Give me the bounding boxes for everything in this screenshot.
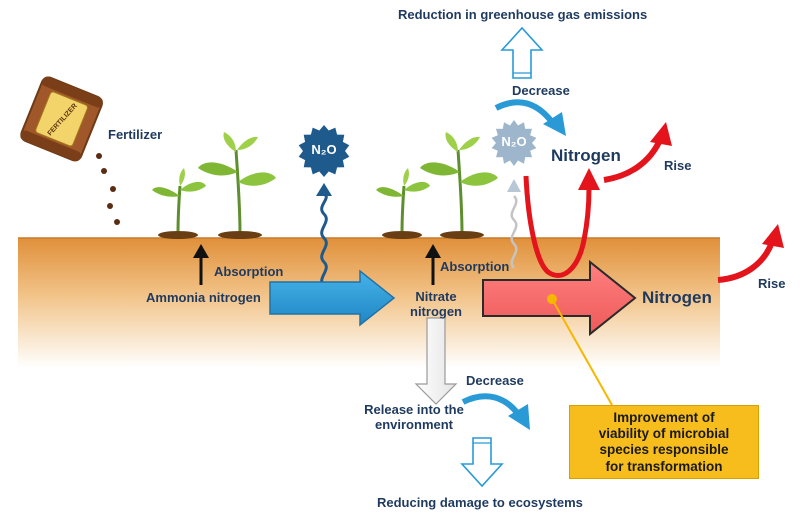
callout-pointer (547, 294, 613, 406)
nitrification-arrow (269, 269, 396, 327)
microbial-viability-callout: Improvement of viability of microbial sp… (569, 405, 759, 479)
rise-label-right: Rise (758, 276, 786, 291)
n2o-badge-dark-icon (298, 125, 350, 177)
fertilizer-label: Fertilizer (108, 127, 163, 142)
absorption-label-right: Absorption (440, 259, 510, 274)
ammonia-nitrogen-label: Ammonia nitrogen (146, 290, 261, 305)
fertilizer-granules (96, 153, 120, 225)
nitrogen-release-u-arrow (523, 168, 600, 278)
plant-left-small-icon (152, 168, 206, 239)
decrease-curve-arrow-bottom (461, 393, 530, 430)
ecosystem-damage-label: Reducing damage to ecosystems (377, 495, 583, 510)
plant-right-tall-icon (420, 132, 498, 239)
nitrogen-conversion-arrow (482, 259, 637, 337)
plant-left-tall-icon (198, 132, 276, 239)
n2o-label-light: N₂O (501, 134, 527, 149)
n2o-badge-light-icon (491, 120, 537, 166)
plant-right-small-icon (376, 168, 430, 239)
release-arrow (414, 317, 458, 405)
nitrogen-label-top: Nitrogen (551, 146, 621, 165)
rise-arrow-right (717, 224, 784, 283)
nitrate-nitrogen-label: Nitrate nitrogen (410, 289, 462, 319)
n2o-emission-wave-right (507, 179, 521, 269)
ecosystem-damage-arrow (460, 437, 504, 488)
decrease-curve-arrow-top (494, 99, 566, 136)
release-env-label: Release into the environment (364, 402, 464, 432)
rise-arrow-top (603, 122, 672, 183)
ghg-reduction-label: Reduction in greenhouse gas emissions (398, 7, 648, 22)
absorption-arrow-left (193, 244, 209, 285)
fertilizer-bag-icon: FERTILIZER (20, 76, 103, 162)
decrease-label-top: Decrease (512, 83, 570, 98)
absorption-label-left: Absorption (214, 264, 284, 279)
n2o-emission-wave-left (316, 183, 332, 288)
nitrogen-label-soil: Nitrogen (642, 288, 712, 307)
n2o-label-dark: N₂O (311, 142, 337, 157)
decrease-label-bottom: Decrease (466, 373, 524, 388)
rise-label-top: Rise (664, 158, 692, 173)
absorption-arrow-right (425, 244, 441, 285)
ghg-reduction-arrow (500, 26, 544, 79)
